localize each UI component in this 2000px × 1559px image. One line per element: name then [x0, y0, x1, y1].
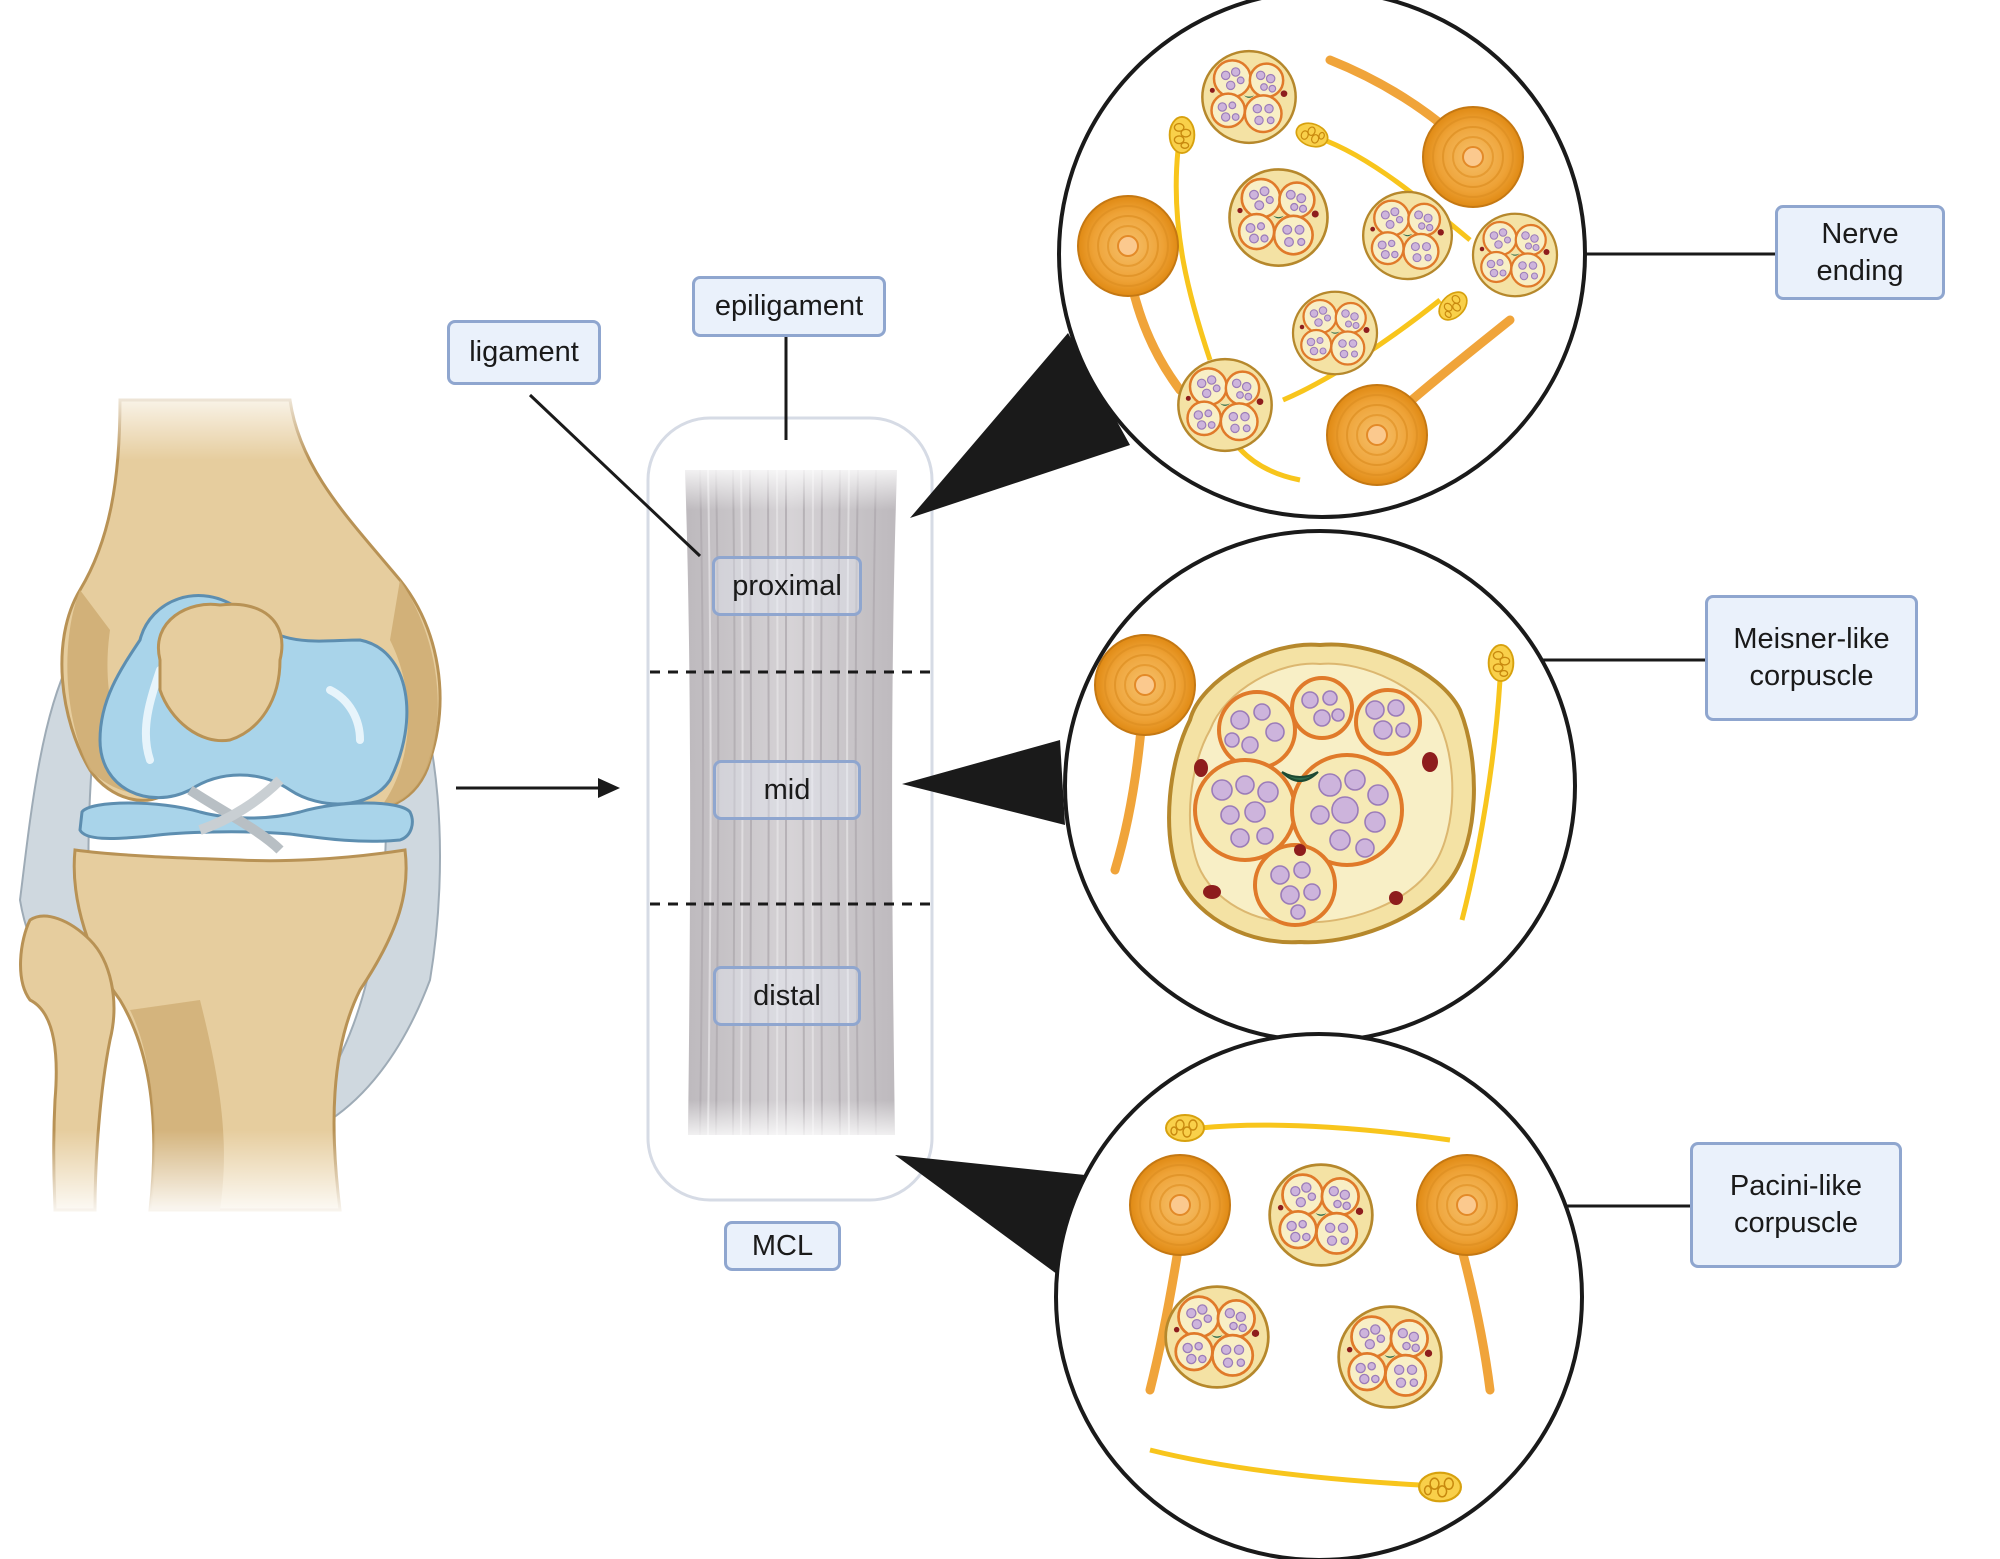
label-nerve-ending-line1: Nerve — [1821, 217, 1899, 250]
zoom-wedges — [895, 333, 1130, 1280]
label-pacini-line1: Pacini-like — [1729, 1170, 1863, 1202]
knee-joint-illustration — [0, 380, 480, 1220]
label-proximal: proximal — [712, 556, 862, 616]
label-meisner-line2: corpuscle — [1749, 660, 1874, 692]
label-distal: distal — [713, 966, 861, 1026]
label-nerve-ending-line2: ending — [1816, 254, 1904, 287]
circle-meisner-like — [1063, 529, 1577, 1043]
label-meisner-like-corpuscle: Meisner-like corpuscle — [1705, 595, 1918, 721]
label-ligament: ligament — [447, 320, 601, 385]
label-nerve-ending: Nerve ending — [1775, 205, 1945, 300]
label-meisner-line1: Meisner-like — [1733, 623, 1890, 655]
label-pacini-line2: corpuscle — [1733, 1207, 1859, 1239]
label-pacini-like-corpuscle: Pacini-like corpuscle — [1690, 1142, 1902, 1268]
circle-nerve-ending — [1057, 0, 1587, 519]
label-epiligament: epiligament — [692, 276, 886, 337]
label-mcl: MCL — [724, 1221, 841, 1271]
label-mid: mid — [713, 760, 861, 820]
arrow-knee-to-mcl — [456, 778, 620, 798]
circle-pacini-like — [1054, 1032, 1584, 1559]
